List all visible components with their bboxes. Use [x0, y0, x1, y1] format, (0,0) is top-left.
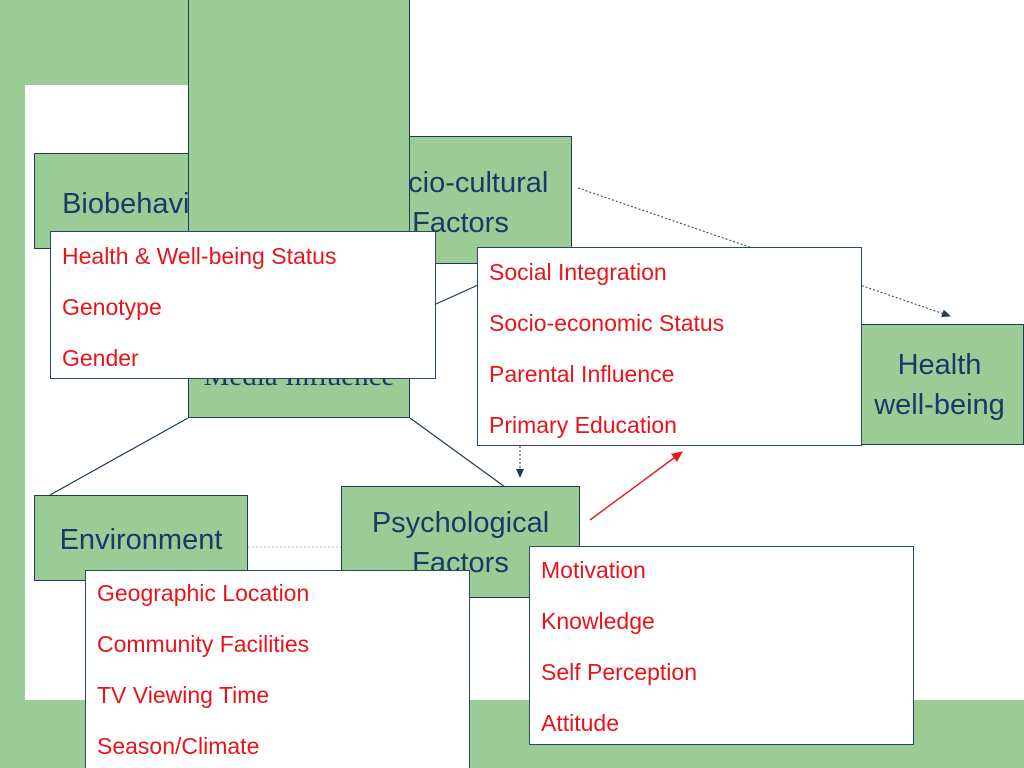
list-item: Community Facilities	[97, 631, 310, 657]
list-item: TV Viewing Time	[97, 682, 270, 708]
list-item: Social Integration	[489, 259, 667, 285]
list-socio-cultural: Social Integration Socio-economic Status…	[477, 247, 862, 446]
list-item: Self Perception	[541, 659, 697, 685]
node-health: Health well-being	[855, 324, 1024, 445]
list-item: Attitude	[541, 710, 619, 736]
arrow-psychological-to-socio	[589, 451, 683, 521]
list-item: Health & Well-being Status	[62, 243, 337, 269]
list-item: Season/Climate	[97, 733, 260, 759]
list-item: Primary Education	[489, 412, 677, 438]
list-item: Knowledge	[541, 608, 655, 634]
link-media-environment	[49, 417, 189, 496]
link-media-psychological	[409, 417, 506, 488]
list-psychological: Motivation Knowledge Self Perception Att…	[529, 546, 914, 745]
list-item: Gender	[62, 345, 139, 371]
list-item: Motivation	[541, 557, 646, 583]
node-psychological: Psychological Factors	[341, 486, 580, 598]
list-item: Geographic Location	[97, 580, 310, 606]
node-environment: Environment	[34, 495, 248, 581]
slide-background-top	[359, 0, 1024, 86]
list-item: Parental Influence	[489, 361, 675, 387]
link-media-socio	[435, 284, 479, 305]
list-item: Socio-economic Status	[489, 310, 725, 336]
list-item: Genotype	[62, 294, 162, 320]
list-biobehavioural: Health & Well-being Status Genotype Gend…	[50, 231, 436, 379]
list-environment: Geographic Location Community Facilities…	[85, 570, 470, 768]
